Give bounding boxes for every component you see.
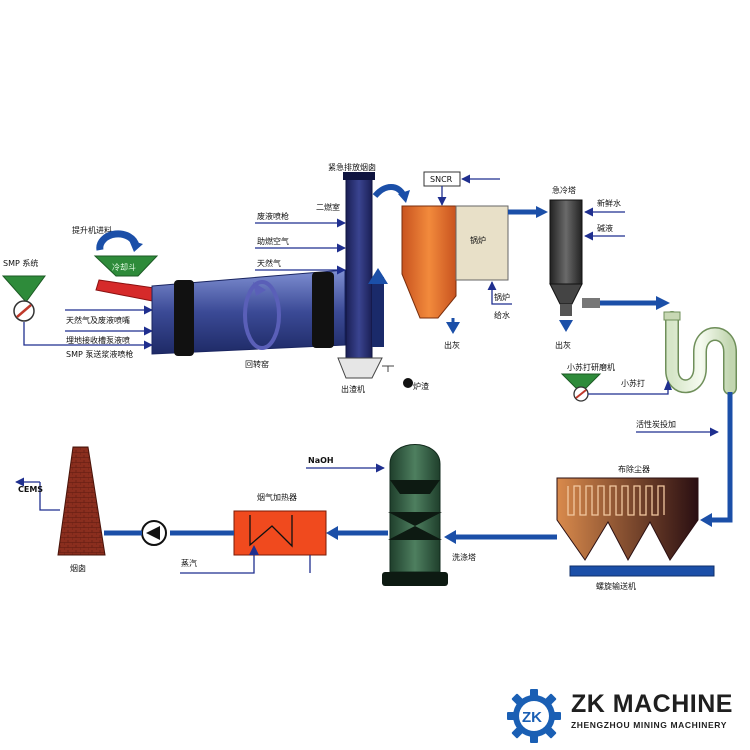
bag-filter-bags bbox=[567, 485, 665, 516]
combustion-air-label: 助燃空气 bbox=[257, 236, 289, 246]
hoist-feed-arrowhead bbox=[129, 240, 143, 252]
steam-arrowhead bbox=[249, 545, 259, 555]
ash-out-2-arrow bbox=[559, 320, 573, 332]
bag-filter-label: 布除尘器 bbox=[618, 464, 650, 474]
quench-tower-label: 急冷塔 bbox=[552, 185, 576, 195]
soda-mill-feeder-blade bbox=[575, 389, 587, 399]
secondary-chamber bbox=[343, 172, 388, 359]
soda-label: 小苏打 bbox=[621, 378, 645, 388]
waste-liquid-gun-label: 废液喷枪 bbox=[257, 211, 289, 221]
naoh-label: NaOH bbox=[308, 456, 334, 465]
boiler-to-quench-arrowhead bbox=[536, 206, 548, 218]
reactor bbox=[401, 205, 457, 319]
kiln-rotation-icon bbox=[243, 280, 281, 350]
quench-to-utube-arrowhead bbox=[656, 296, 670, 310]
slag-remover-label: 出渣机 bbox=[341, 384, 365, 394]
flue-heater bbox=[233, 510, 327, 556]
secondary-chamber-duct bbox=[372, 277, 384, 347]
furnace-slag-label: 炉渣 bbox=[413, 381, 429, 391]
u-tube-reactor bbox=[663, 311, 737, 395]
boiler-feed-water-label-1: 锅炉 bbox=[494, 292, 510, 302]
buried-tank-label: 埋地接收槽泵液喷 bbox=[66, 335, 130, 345]
chimney-label: 烟囱 bbox=[70, 563, 86, 573]
natural-gas-nozzle-label: 天然气及废液喷嘴 bbox=[66, 315, 130, 325]
induced-fan-arrow bbox=[146, 526, 160, 540]
quench-tower bbox=[549, 199, 583, 316]
scrubber-to-heater-arrowhead bbox=[326, 526, 338, 540]
soda-feed-arrowhead bbox=[664, 380, 672, 390]
logo-mark-text: ZK bbox=[522, 709, 542, 726]
slag-remover-frame bbox=[382, 365, 394, 372]
hoist-feed-label: 提升机进料 bbox=[72, 225, 112, 235]
scrubber-packing-top bbox=[388, 512, 442, 526]
bag-filter bbox=[556, 477, 699, 562]
ash-out-1-label: 出灰 bbox=[444, 340, 460, 350]
sncr-label: SNCR bbox=[430, 175, 453, 184]
scrubber-label: 洗涤塔 bbox=[452, 552, 476, 562]
scrubber-packing-bottom bbox=[388, 526, 442, 540]
chimney bbox=[57, 446, 106, 556]
scrubber-spray-zone bbox=[390, 480, 440, 494]
ash-out-2-label: 出灰 bbox=[555, 340, 571, 350]
utube-to-bagfilter-pipe bbox=[708, 392, 733, 523]
kiln-tyre-2 bbox=[312, 272, 334, 348]
hoist-feed-loop bbox=[96, 230, 140, 251]
gear-logo-icon: ZK bbox=[507, 689, 561, 743]
cems-line bbox=[39, 482, 60, 511]
soda-mill-hopper bbox=[560, 373, 602, 389]
screw-conveyor bbox=[569, 565, 715, 577]
cooling-hopper bbox=[93, 255, 159, 277]
alkali-label: 碱液 bbox=[597, 223, 613, 233]
secondary-chamber-up-arrow bbox=[368, 268, 388, 284]
steam-line bbox=[180, 551, 255, 574]
boiler bbox=[455, 205, 509, 281]
smp-feeder-blade bbox=[16, 304, 32, 318]
furnace-slag-icon bbox=[403, 378, 413, 388]
cooling-hopper-label: 冷却斗 bbox=[112, 262, 136, 272]
emergency-stack-label: 紧急排放烟囱 bbox=[328, 162, 376, 172]
utube-to-bagfilter-arrowhead bbox=[700, 513, 712, 527]
logo-title: ZK MACHINE bbox=[571, 690, 733, 718]
boiler-feed-water-line bbox=[487, 281, 512, 305]
soda-mill-label: 小苏打研磨机 bbox=[567, 362, 615, 372]
smp-system: SMP 系统 bbox=[1, 258, 46, 322]
secondary-chamber-label: 二燃室 bbox=[316, 202, 340, 212]
smp-pump-line bbox=[23, 322, 153, 350]
kiln-rotation-arrowhead bbox=[253, 282, 266, 296]
boiler-feed-water-label-2: 给水 bbox=[494, 310, 510, 320]
smp-pump-gun-label: SMP 泵送浆液喷枪 bbox=[66, 349, 133, 359]
logo-subtitle: ZHENGZHOU MINING MACHINERY bbox=[571, 720, 728, 730]
flue-heater-label: 烟气加热器 bbox=[257, 492, 297, 502]
cems-label: CEMS bbox=[18, 485, 43, 494]
soda-feed-line bbox=[588, 388, 669, 395]
natural-gas-label: 天然气 bbox=[257, 258, 281, 268]
bagfilter-to-scrubber-arrowhead bbox=[444, 530, 456, 544]
steam-label: 蒸汽 bbox=[181, 558, 197, 568]
rotary-kiln bbox=[151, 269, 346, 356]
quench-outlet bbox=[582, 298, 600, 308]
scrubber bbox=[382, 444, 448, 586]
ash-out-1-arrow bbox=[446, 322, 460, 334]
kiln-tyre-1 bbox=[174, 280, 194, 356]
chamber-to-reactor-arrowhead bbox=[398, 190, 410, 203]
rotary-kiln-label: 回转窑 bbox=[245, 359, 269, 369]
brand-logo: ZK ZK MACHINE ZHENGZHOU MINING MACHINERY bbox=[505, 688, 745, 744]
smp-hopper bbox=[1, 275, 46, 303]
screw-conveyor-label: 螺旋输送机 bbox=[596, 581, 636, 591]
boiler-label: 锅炉 bbox=[470, 235, 486, 245]
activated-carbon-label: 活性炭投加 bbox=[636, 419, 676, 429]
fresh-water-label: 新鲜水 bbox=[597, 198, 621, 208]
slag-remover bbox=[337, 357, 383, 379]
smp-system-label: SMP 系统 bbox=[3, 258, 38, 268]
scrubber-base bbox=[382, 572, 448, 586]
